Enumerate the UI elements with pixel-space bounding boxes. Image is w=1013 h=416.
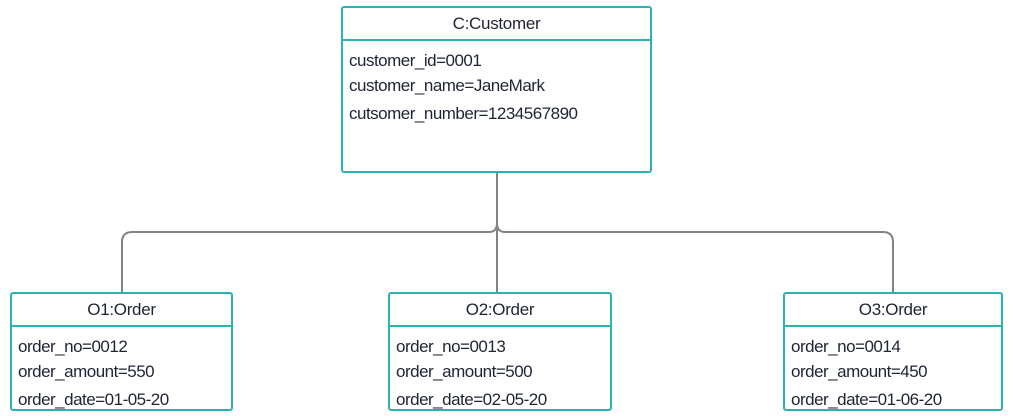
attribute-line: order_no=0013 (396, 337, 506, 356)
attribute-line: order_date=01-06-20 (791, 390, 942, 409)
attribute-line: order_date=02-05-20 (396, 390, 547, 409)
object-box-order2: O2:Order order_no=0013 order_amount=500 … (388, 292, 612, 411)
object-box-order3: O3:Order order_no=0014 order_amount=450 … (783, 292, 1003, 411)
object-title-order1: O1:Order (12, 294, 231, 327)
attribute-line: cutsomer_number=1234567890 (349, 104, 578, 123)
object-box-customer: C:Customer customer_id=0001 customer_nam… (341, 6, 652, 173)
attribute-line: order_no=0012 (18, 337, 128, 356)
object-box-order1: O1:Order order_no=0012 order_amount=550 … (10, 292, 233, 411)
attribute-line: order_date=01-05-20 (18, 390, 169, 409)
object-title-customer: C:Customer (343, 8, 650, 41)
object-attributes-order1: order_no=0012 order_amount=550 order_dat… (12, 327, 231, 412)
object-title-order3: O3:Order (785, 294, 1001, 327)
object-attributes-order3: order_no=0014 order_amount=450 order_dat… (785, 327, 1001, 412)
object-title-order2: O2:Order (390, 294, 610, 327)
attribute-line: order_amount=450 (791, 362, 928, 381)
object-attributes-order2: order_no=0013 order_amount=500 order_dat… (390, 327, 610, 412)
connector-customer-order1 (121, 222, 498, 293)
attribute-line: order_amount=550 (18, 362, 155, 381)
attribute-line: customer_id=0001 (349, 51, 482, 70)
object-attributes-customer: customer_id=0001 customer_name=JaneMark … (343, 41, 650, 126)
attribute-line: order_amount=500 (396, 362, 533, 381)
connector-customer-order3 (496, 222, 894, 293)
attribute-line: order_no=0014 (791, 337, 901, 356)
attribute-line: customer_name=JaneMark (349, 76, 545, 95)
